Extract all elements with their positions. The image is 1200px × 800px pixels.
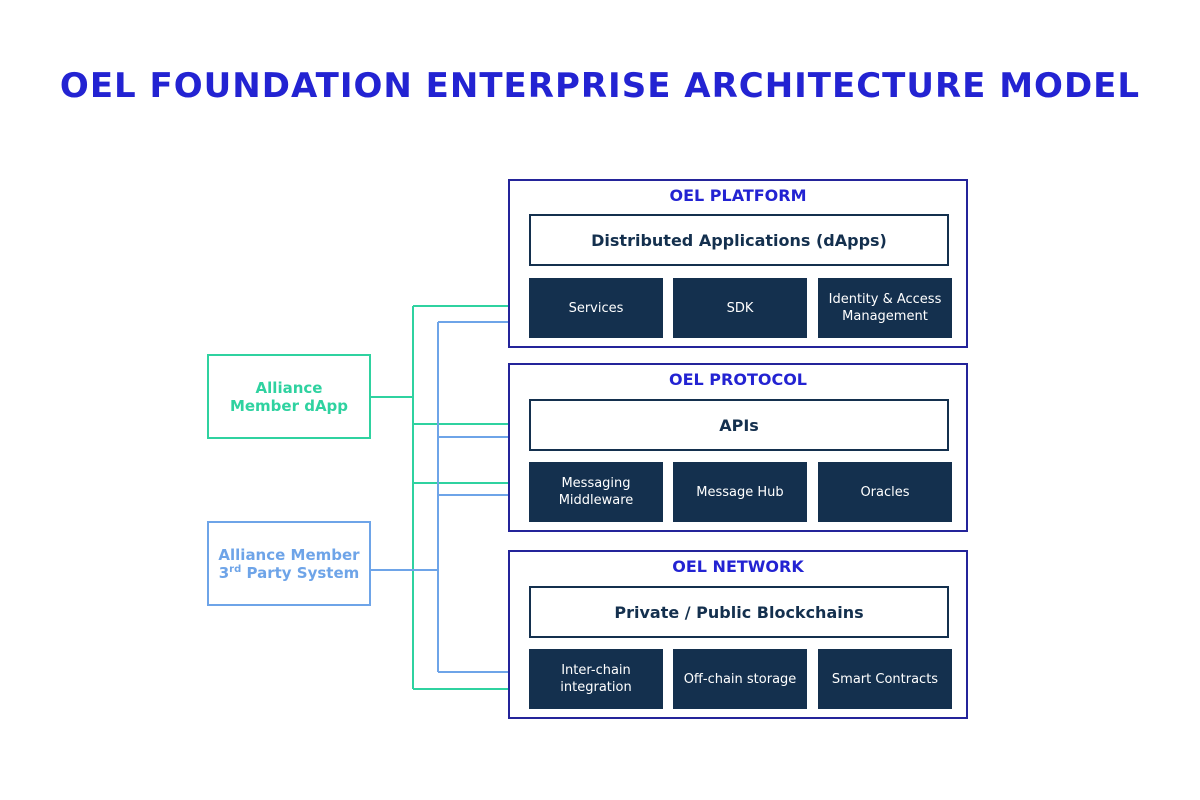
oel-platform-layer: OEL PLATFORM Distributed Applications (d… [508, 179, 968, 348]
inter-chain-integration-module: Inter-chain integration [529, 649, 663, 709]
alliance-dapp-line1: Alliance [255, 378, 323, 397]
third-party-line2: 3rd Party System [218, 563, 360, 582]
alliance-member-dapp-box: Alliance Member dApp [207, 354, 371, 439]
apis-box: APIs [529, 399, 949, 451]
oel-platform-title: OEL PLATFORM [669, 186, 807, 205]
sdk-module: SDK [673, 278, 807, 338]
oel-network-title: OEL NETWORK [672, 557, 804, 576]
off-chain-storage-module: Off-chain storage [673, 649, 807, 709]
services-module: Services [529, 278, 663, 338]
oracles-module: Oracles [818, 462, 952, 522]
message-hub-module: Message Hub [673, 462, 807, 522]
identity-access-module: Identity & Access Management [818, 278, 952, 338]
messaging-middleware-module: Messaging Middleware [529, 462, 663, 522]
smart-contracts-module: Smart Contracts [818, 649, 952, 709]
third-party-line1: Alliance Member [218, 545, 360, 564]
oel-protocol-title: OEL PROTOCOL [669, 370, 807, 389]
alliance-member-3rd-party-box: Alliance Member 3rd Party System [207, 521, 371, 606]
alliance-dapp-line2: Member dApp [229, 396, 349, 415]
green-connectors [371, 302, 526, 693]
dapps-box: Distributed Applications (dApps) [529, 214, 949, 266]
oel-protocol-layer: OEL PROTOCOL APIs Messaging Middleware M… [508, 363, 968, 532]
oel-network-layer: OEL NETWORK Private / Public Blockchains… [508, 550, 968, 719]
blue-connectors [371, 318, 526, 676]
diagram-title: OEL FOUNDATION ENTERPRISE ARCHITECTURE M… [59, 66, 1141, 106]
blockchains-box: Private / Public Blockchains [529, 586, 949, 638]
